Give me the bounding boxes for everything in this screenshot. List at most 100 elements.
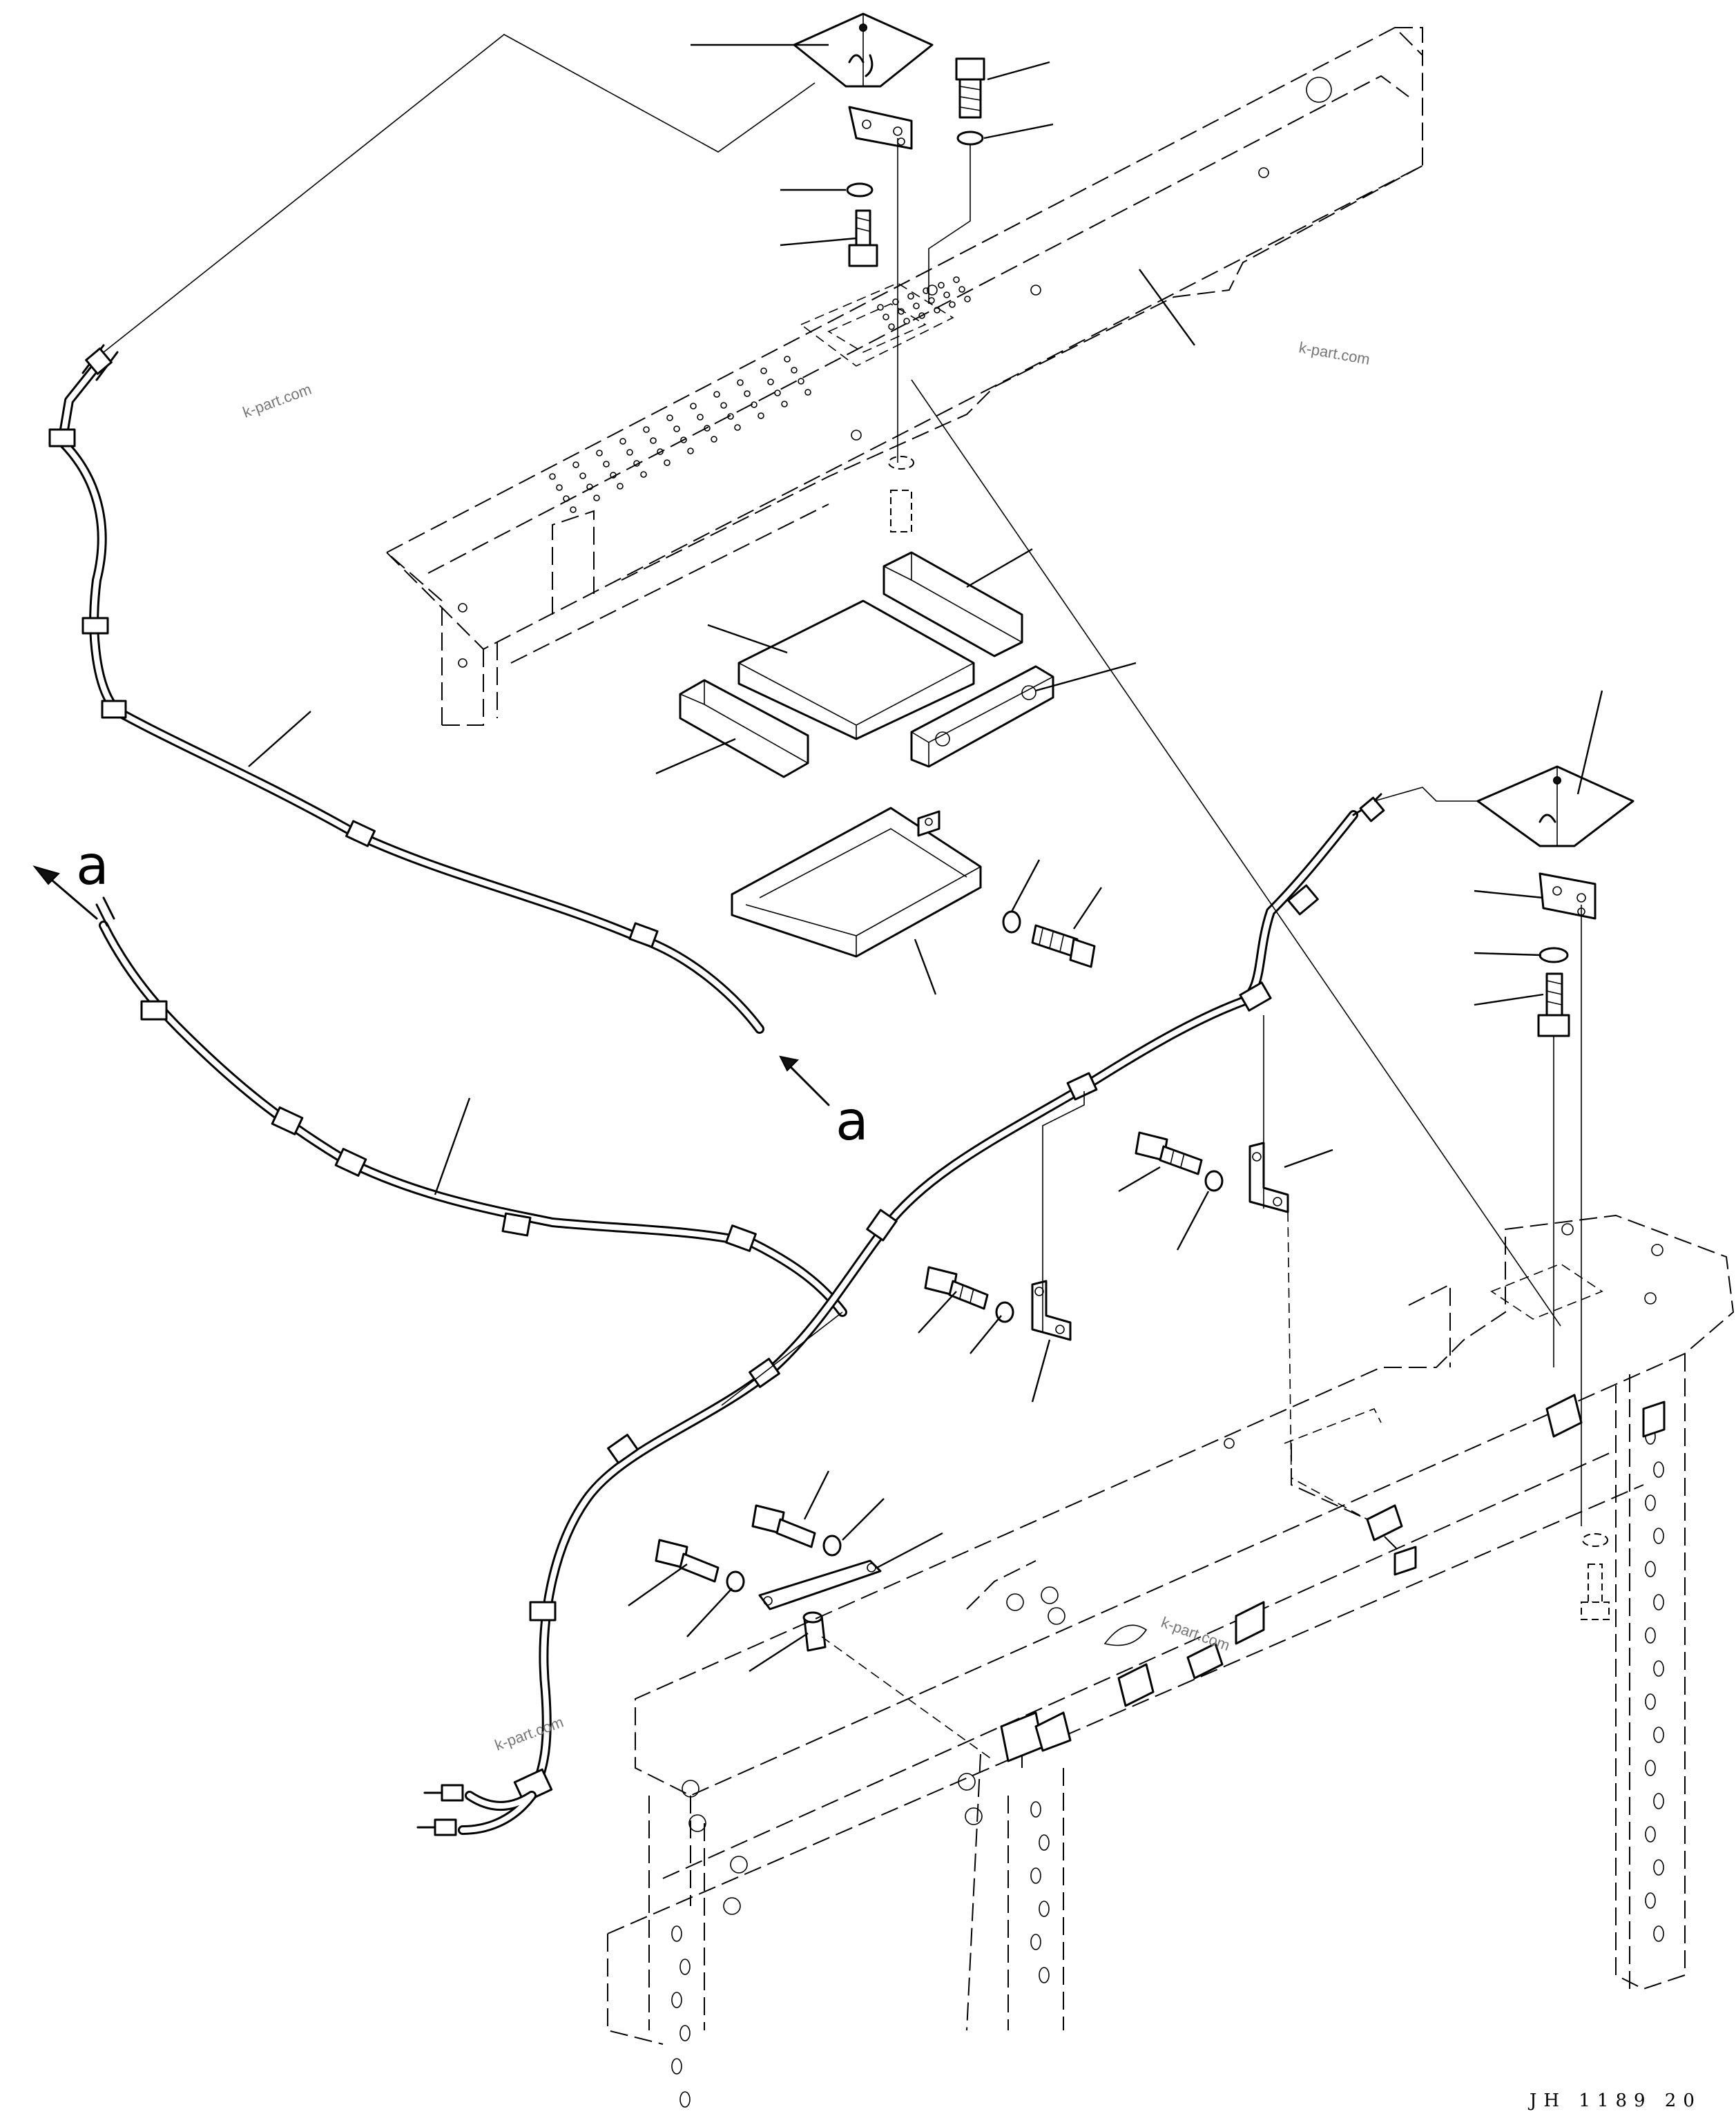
perforation-dot — [650, 437, 657, 444]
perforation-dot — [964, 296, 971, 302]
view-arrow-a-lower: a — [779, 1055, 869, 1153]
clip-bracket-upper — [1248, 1142, 1289, 1213]
post-hole — [1653, 1594, 1664, 1610]
perforation-dot — [697, 414, 704, 421]
post-hole — [1645, 1494, 1656, 1511]
perforation-dot — [888, 323, 895, 330]
tray-washer — [1002, 910, 1021, 934]
post-hole — [1030, 1867, 1041, 1884]
post-hole — [1653, 1859, 1664, 1876]
rubber-pad-bottom-left — [679, 679, 809, 778]
spacer-bar-with-holes — [910, 665, 1054, 768]
perforation-dot — [737, 379, 744, 386]
perforation-dot — [579, 472, 586, 479]
dome-sensor-right — [1476, 765, 1634, 847]
mount-bracket-right — [1539, 872, 1597, 920]
post-hole — [1030, 1934, 1041, 1950]
post-hole — [671, 1925, 682, 1942]
harness-left-upper — [48, 344, 764, 1034]
perforation-dot — [680, 436, 687, 443]
top-bolt-right — [955, 57, 985, 119]
post-hole — [1645, 1561, 1656, 1577]
perforation-dot — [720, 402, 727, 409]
top-bolt-left — [848, 209, 878, 267]
perforation-dot — [791, 367, 798, 374]
perforation-dot — [633, 460, 640, 467]
perforation-dot — [704, 425, 711, 432]
perforation-dot — [903, 318, 910, 325]
perforation-dot — [918, 312, 925, 319]
perforation-dot — [610, 472, 617, 479]
perforation-dot — [640, 471, 647, 478]
perforation-dot — [784, 356, 791, 363]
perforation-dot — [664, 459, 671, 466]
washer-upper-center — [1204, 1170, 1224, 1192]
perforation-dot — [758, 412, 764, 419]
washer-link-lower — [726, 1570, 745, 1593]
post-hole — [1645, 1826, 1656, 1843]
perforation-dot — [549, 473, 556, 480]
perforation-dot — [572, 461, 579, 468]
top-washer-left — [846, 182, 874, 198]
post-hole — [679, 2091, 691, 2108]
post-hole — [1653, 1660, 1664, 1677]
perforation-dot — [949, 301, 956, 308]
connection-lines — [103, 34, 1582, 1762]
perforation-dot — [958, 286, 965, 293]
right-bolt — [1537, 972, 1570, 1037]
post-hole — [1653, 1528, 1664, 1544]
harness-right-end-connectors — [416, 1784, 537, 1836]
perforation-dot — [898, 308, 905, 315]
view-arrow-a-upper: a — [32, 835, 109, 920]
upper-frame-perforations — [549, 276, 971, 513]
link-spacer-collar — [802, 1611, 827, 1652]
post-hole — [679, 1959, 691, 1975]
perforation-dot — [711, 436, 717, 443]
leader-lines — [248, 44, 1603, 1673]
perforation-dot — [687, 448, 694, 454]
perforation-dot — [798, 378, 804, 385]
post-hole — [671, 2058, 682, 2075]
post-hole — [1030, 1801, 1041, 1818]
perforation-dot — [938, 282, 945, 289]
perforation-dot — [556, 484, 563, 491]
watermark-1: k-part.com — [240, 381, 314, 421]
perforation-dot — [767, 378, 774, 385]
bolt-link-upper — [751, 1504, 816, 1548]
post-hole — [1653, 1925, 1664, 1942]
perforation-dot — [877, 304, 884, 311]
view-label-a-lower: a — [836, 1090, 869, 1153]
harness-right — [513, 793, 1385, 1804]
watermark-3: k-part.com — [492, 1713, 566, 1754]
post-hole — [1653, 1727, 1664, 1743]
perforation-dot — [603, 461, 610, 468]
perforation-dot — [657, 448, 664, 455]
washer-link-upper — [822, 1535, 842, 1557]
perforation-dot — [593, 494, 600, 501]
view-label-a-upper: a — [76, 835, 109, 897]
harness-main — [95, 896, 847, 1317]
watermark-2: k-part.com — [1298, 338, 1371, 368]
perforation-dot — [883, 314, 889, 320]
post-hole — [1039, 1967, 1050, 1983]
bolt-upper-center — [1135, 1131, 1203, 1175]
clip-bracket-lower — [1031, 1280, 1072, 1341]
perforation-dot — [713, 391, 720, 398]
perforation-dot — [892, 298, 899, 305]
perforation-dot — [619, 438, 626, 445]
perforation-dot — [913, 302, 920, 309]
rubber-pad-top-right — [883, 551, 1023, 657]
ghost-washer-bolt-upper — [888, 456, 914, 532]
perforation-dot — [626, 449, 633, 456]
post-hole — [1653, 1793, 1664, 1809]
perforation-dot — [643, 426, 650, 433]
perforation-dot — [804, 389, 811, 396]
tray-bolt — [1031, 924, 1096, 968]
top-mount-bracket-left — [848, 106, 913, 150]
top-washer-right — [956, 131, 984, 146]
perforation-dot — [928, 297, 935, 304]
perforation-dot — [953, 276, 960, 283]
perforation-dot — [760, 367, 767, 374]
perforation-dot — [586, 483, 593, 490]
sensor-tray-bracket — [731, 807, 982, 958]
